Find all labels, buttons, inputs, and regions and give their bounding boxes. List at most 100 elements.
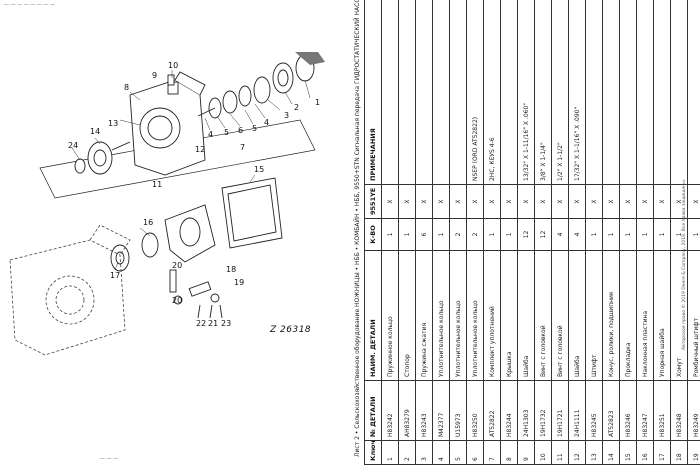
table-header-row: Ключ № ДЕТАЛИ НАИМ. ДЕТАЛИ К-ВО 9551YE П… <box>364 0 382 465</box>
cell-part-name: Винт с головкой <box>534 250 552 381</box>
cell-notes <box>619 0 637 185</box>
cell-quantity: 2 <box>466 218 484 251</box>
cell-quantity: 1 <box>653 218 671 251</box>
cell-notes <box>636 0 654 185</box>
header-quantity: К-ВО <box>364 218 382 251</box>
callout-18: 18 <box>226 265 236 274</box>
cell-key: 19 <box>687 440 700 465</box>
cell-part-number: 24H1111 <box>568 380 586 441</box>
gasket-drawing <box>221 177 283 249</box>
cell-part-name: Пружина сжатия <box>415 250 433 381</box>
callout-20b: 20 <box>172 296 182 305</box>
callout-14: 14 <box>90 127 100 136</box>
cell-key: 13 <box>585 440 603 465</box>
cell-model: X <box>517 184 535 219</box>
callout-3: 3 <box>284 111 289 120</box>
cell-key: 8 <box>500 440 518 465</box>
cell-part-name: Шайба <box>517 250 535 381</box>
cell-part-number: AT52822 <box>483 380 501 441</box>
cell-key: 16 <box>636 440 654 465</box>
callout-23: 23 <box>221 319 231 328</box>
callout-12: 12 <box>195 145 205 154</box>
cell-part-name: Стопор <box>398 250 416 381</box>
cell-part-name: Прокладка <box>619 250 637 381</box>
cell-part-name: Винт с головкой <box>551 250 569 381</box>
cell-model: X <box>500 184 518 219</box>
callout-7: 7 <box>240 143 245 152</box>
cell-notes: 17/32" X 1-1/16" X .090" <box>568 0 586 185</box>
cell-part-number: H83243 <box>415 380 433 441</box>
cell-model: X <box>585 184 603 219</box>
copyright-footer: Авторское право © 2019 Deere & Company, … <box>682 178 687 350</box>
cell-part-number: H83244 <box>500 380 518 441</box>
cell-key: 1 <box>381 440 399 465</box>
cell-key: 6 <box>466 440 484 465</box>
cell-model: X <box>534 184 552 219</box>
cell-part-name: Упорная шайба <box>653 250 671 381</box>
cell-part-number: 19H1732 <box>534 380 552 441</box>
cell-part-name: Ромбичный штифт <box>687 250 700 381</box>
cell-part-name: Уплотнительное кольцо <box>449 250 467 381</box>
cell-quantity: 1 <box>500 218 518 251</box>
cell-model: X <box>551 184 569 219</box>
cell-part-number: H83251 <box>653 380 671 441</box>
cell-key: 3 <box>415 440 433 465</box>
cell-quantity: 1 <box>619 218 637 251</box>
cell-notes: 1/2" X 1-1/2" <box>551 0 569 185</box>
callout-21: 21 <box>208 319 218 328</box>
cell-part-number: 24H1303 <box>517 380 535 441</box>
cell-key: 17 <box>653 440 671 465</box>
cell-notes <box>585 0 603 185</box>
parts-list-rotated: Лист 2 • Сельскохозяйственное оборудован… <box>352 0 700 465</box>
cell-quantity: 4 <box>568 218 586 251</box>
leader-lines <box>71 70 311 271</box>
cell-part-name: Конус, ролики, подшипник <box>602 250 620 381</box>
cell-key: 14 <box>602 440 620 465</box>
cell-key: 5 <box>449 440 467 465</box>
cell-part-number: 19H1721 <box>551 380 569 441</box>
bearing-drawing <box>74 141 131 175</box>
callout-22: 22 <box>196 319 206 328</box>
pump-cover-drawing <box>129 71 206 176</box>
callout-9: 9 <box>152 71 157 80</box>
cell-notes <box>398 0 416 185</box>
callout-5b: 5 <box>224 128 229 137</box>
parts-list-caption: Лист 2 • Сельскохозяйственное оборудован… <box>354 0 361 457</box>
callout-1: 1 <box>315 98 320 107</box>
cell-part-number: U15973 <box>449 380 467 441</box>
callout-16: 16 <box>143 218 153 227</box>
cell-notes <box>381 0 399 185</box>
cell-part-name: Уплотнительное кольцо <box>466 250 484 381</box>
cell-part-number: H83247 <box>636 380 654 441</box>
callout-24: 24 <box>68 141 78 150</box>
swash-plate-drawing <box>141 204 216 263</box>
cell-notes <box>432 0 450 185</box>
header-part-name: НАИМ. ДЕТАЛИ <box>364 250 382 381</box>
cell-part-number: H83246 <box>619 380 637 441</box>
cell-quantity: 1 <box>432 218 450 251</box>
cell-notes <box>449 0 467 185</box>
cell-notes <box>415 0 433 185</box>
cell-part-name: Комплект уплотнений <box>483 250 501 381</box>
callout-17: 17 <box>110 271 120 280</box>
cell-quantity: 1 <box>585 218 603 251</box>
cell-model: X <box>415 184 433 219</box>
cell-notes <box>653 0 671 185</box>
callout-5: 5 <box>252 124 257 133</box>
cell-notes <box>602 0 620 185</box>
top-edge-marks: — — — — — — — — <box>4 2 56 8</box>
